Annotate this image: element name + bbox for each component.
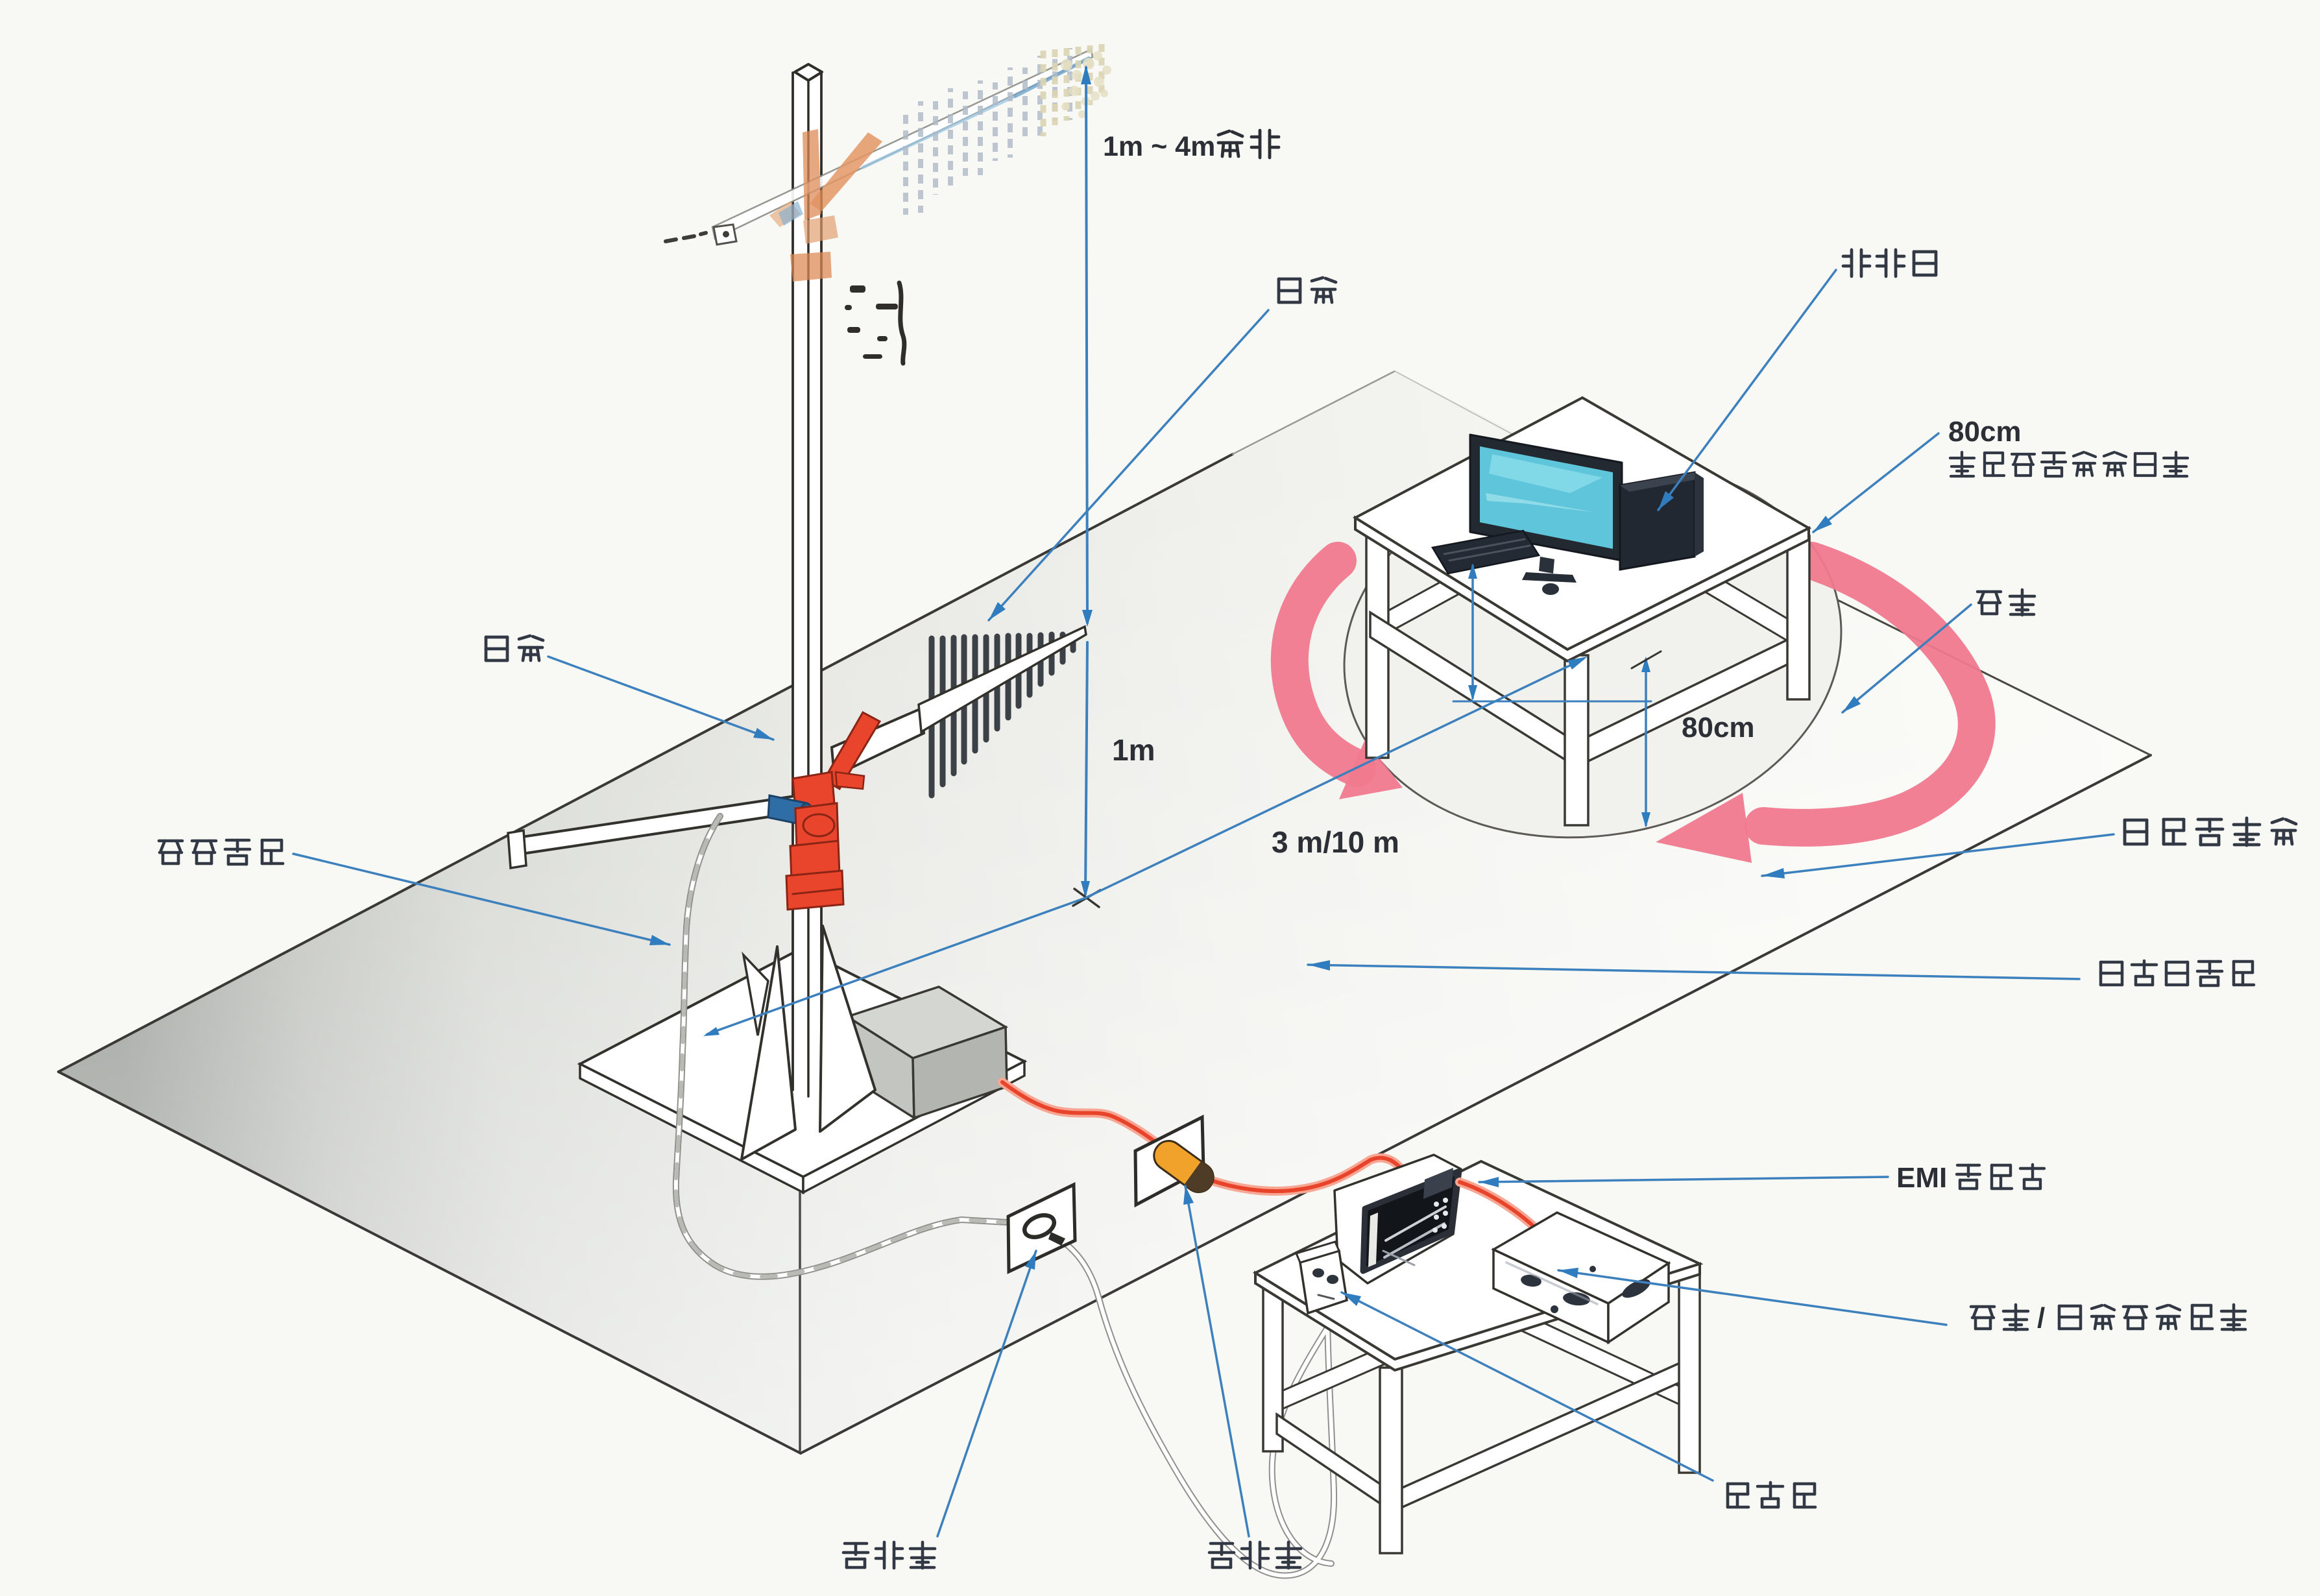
svg-text:80cm: 80cm — [1948, 416, 2022, 448]
svg-text:/: / — [2037, 1302, 2045, 1334]
svg-text:1m: 1m — [1112, 733, 1155, 767]
svg-text:EMI: EMI — [1896, 1162, 1947, 1194]
svg-text:1m ~ 4m: 1m ~ 4m — [1103, 131, 1215, 162]
svg-text:80cm: 80cm — [1682, 712, 1755, 744]
svg-text:3 m/10 m: 3 m/10 m — [1272, 825, 1399, 859]
